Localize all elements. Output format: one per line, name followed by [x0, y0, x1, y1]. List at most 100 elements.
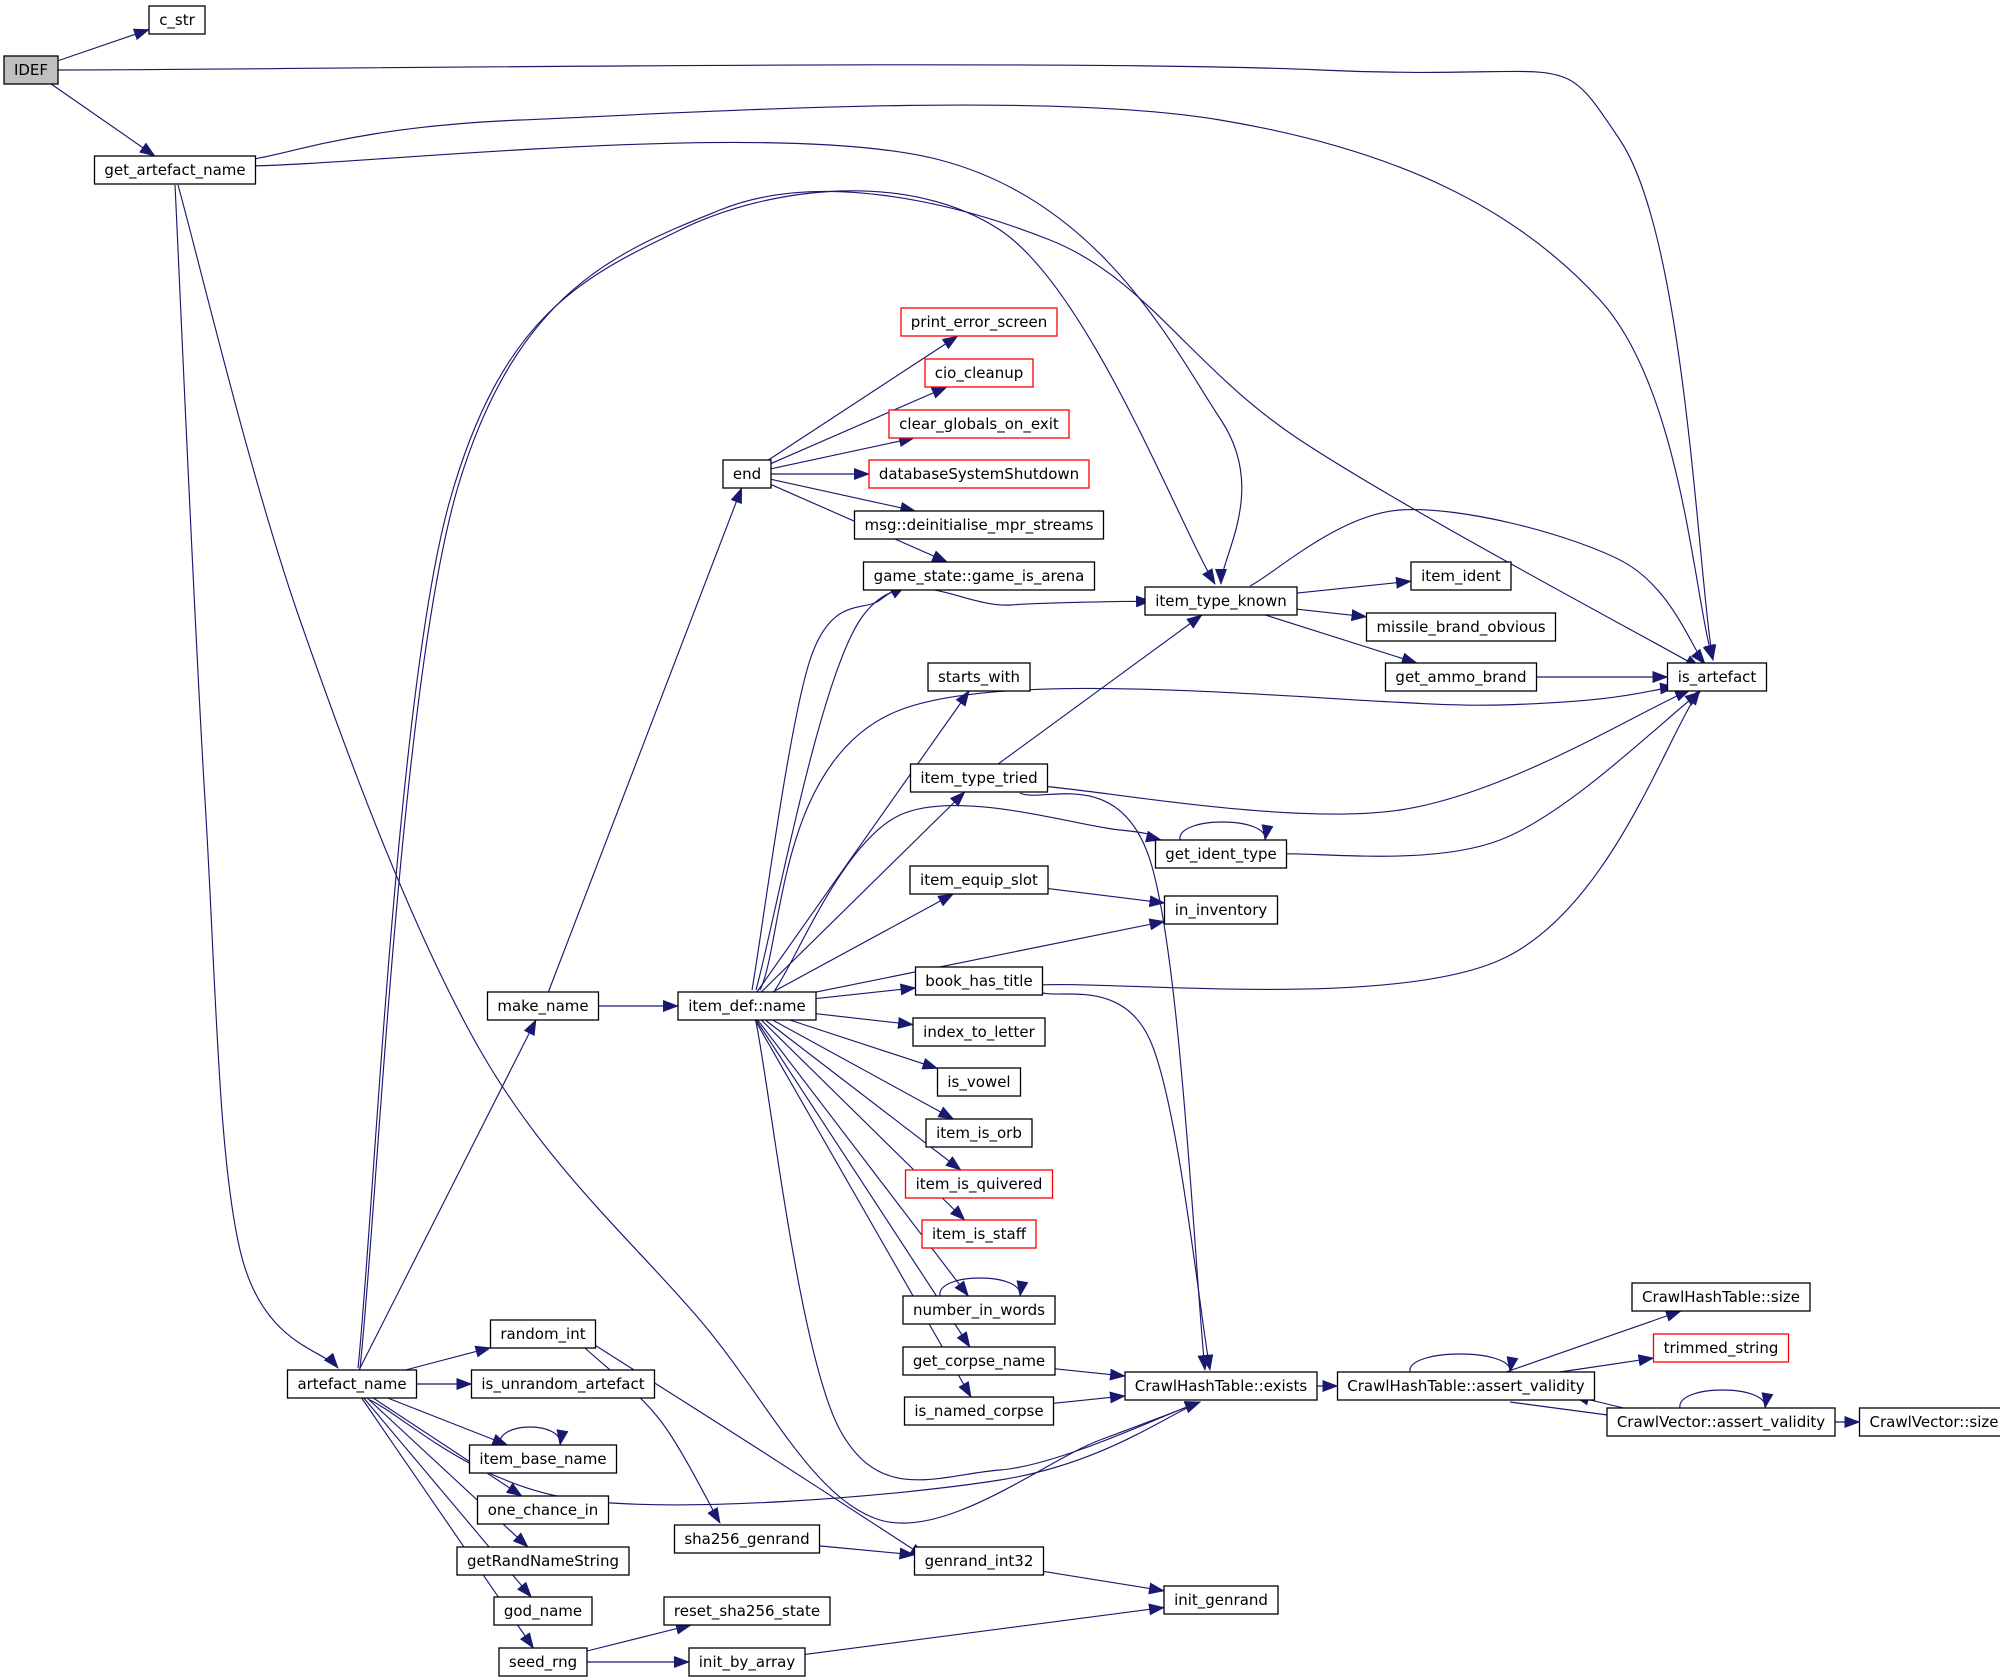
node-box — [673, 1524, 821, 1554]
node-label: book_has_title — [925, 972, 1032, 991]
node-is-vowel[interactable]: is_vowel — [936, 1067, 1022, 1097]
node-crawlhash-assert[interactable]: CrawlHashTable::assert_validity — [1336, 1371, 1596, 1401]
node-get-ident-type[interactable]: get_ident_type — [1154, 839, 1288, 869]
edge-get_artefact_name-to-artefact_name — [174, 184, 339, 1369]
node-item-type-known[interactable]: item_type_known — [1144, 586, 1298, 616]
node-label: item_type_known — [1155, 592, 1287, 611]
node-IDEF[interactable]: IDEF — [3, 55, 59, 85]
node-box — [936, 1067, 1022, 1097]
edge-IDEF-to-get_artefact_name — [50, 83, 156, 157]
node-starts-with[interactable]: starts_with — [927, 662, 1031, 692]
node-init-genrand[interactable]: init_genrand — [1163, 1585, 1279, 1615]
node-box — [493, 1596, 593, 1626]
node-box — [148, 5, 206, 35]
node-crawlvector-size[interactable]: CrawlVector::size — [1858, 1407, 2000, 1437]
node-item-def-name[interactable]: item_def::name — [677, 991, 817, 1021]
edge-get_artefact_name-to-item_type_known — [247, 141, 1243, 585]
node-label: make_name — [497, 997, 588, 1016]
edge-line — [939, 1277, 1029, 1297]
node-box — [476, 1495, 610, 1525]
node-box — [677, 991, 817, 1021]
node-end[interactable]: end — [722, 459, 772, 489]
node-god-name[interactable]: god_name — [493, 1596, 593, 1626]
edge-line — [372, 1397, 523, 1497]
node-box — [1144, 586, 1298, 616]
edge-line — [1277, 691, 1701, 857]
edge-artefact_name-to-is_artefact — [359, 190, 1701, 1369]
node-sha256-genrand[interactable]: sha256_genrand — [673, 1524, 821, 1554]
node-cio-cleanup[interactable]: cio_cleanup — [924, 358, 1034, 388]
node-get-corpse-name[interactable]: get_corpse_name — [902, 1346, 1056, 1376]
edge-artefact_name-to-random_int — [405, 1345, 492, 1371]
node-label: reset_sha256_state — [674, 1602, 820, 1621]
node-genrand-int32[interactable]: genrand_int32 — [913, 1546, 1045, 1576]
node-artefact-name[interactable]: artefact_name — [286, 1369, 418, 1399]
edge-line — [1039, 689, 1701, 990]
node-c-str[interactable]: c_str — [148, 5, 206, 35]
edge-line — [1296, 576, 1412, 594]
node-get-ammo-brand[interactable]: get_ammo_brand — [1384, 662, 1538, 692]
node-init-by-array[interactable]: init_by_array — [688, 1647, 806, 1677]
node-clear-globals-on-exit[interactable]: clear_globals_on_exit — [888, 409, 1070, 439]
node-crawlhash-exists[interactable]: CrawlHashTable::exists — [1124, 1371, 1318, 1401]
node-label: item_is_quivered — [916, 1175, 1043, 1194]
node-box — [486, 991, 600, 1021]
node-seed-rng[interactable]: seed_rng — [498, 1647, 588, 1677]
edge-item_type_known-to-get_ammo_brand — [1265, 614, 1418, 665]
node-box — [914, 966, 1044, 996]
edge-item_type_known-to-is_artefact — [1249, 508, 1706, 665]
edge-end-to-print_error_screen — [768, 335, 959, 461]
edge-get_ident_type-to-is_artefact — [1277, 691, 1701, 857]
node-item-equip-slot[interactable]: item_equip_slot — [909, 865, 1049, 895]
node-print-error-screen[interactable]: print_error_screen — [900, 307, 1058, 337]
node-missile-brand-obvious[interactable]: missile_brand_obvious — [1365, 612, 1557, 642]
node-box — [1652, 1333, 1790, 1363]
edge-get_corpse_name-to-crawlhash_exists — [1054, 1368, 1126, 1381]
node-label: msg::deinitialise_mpr_streams — [865, 516, 1094, 535]
node-item-is-quivered[interactable]: item_is_quivered — [904, 1169, 1054, 1199]
node-item-ident[interactable]: item_ident — [1410, 561, 1512, 591]
node-crawlhash-size[interactable]: CrawlHashTable::size — [1631, 1282, 1811, 1312]
node-box — [888, 409, 1070, 439]
node-item-base-name[interactable]: item_base_name — [468, 1444, 618, 1474]
edge-IDEF-to-c_str — [57, 28, 150, 62]
node-trimmed-string[interactable]: trimmed_string — [1652, 1333, 1790, 1363]
node-label: CrawlHashTable::exists — [1135, 1377, 1308, 1395]
node-is-named-corpse[interactable]: is_named_corpse — [903, 1396, 1055, 1426]
node-index-to-letter[interactable]: index_to_letter — [912, 1017, 1046, 1047]
node-get-artefact-name[interactable]: get_artefact_name — [93, 155, 257, 185]
edge-item_def_name-to-crawlhash_exists — [755, 1021, 1201, 1481]
node-item-type-tried[interactable]: item_type_tried — [909, 763, 1049, 793]
node-crawlvector-assert[interactable]: CrawlVector::assert_validity — [1606, 1407, 1836, 1437]
node-item-is-staff[interactable]: item_is_staff — [921, 1219, 1037, 1249]
edge-line — [405, 1345, 492, 1371]
node-databaseSystemShutdown[interactable]: databaseSystemShutdown — [868, 459, 1090, 489]
node-label: is_named_corpse — [914, 1402, 1043, 1421]
node-is-unrandom-artefact[interactable]: is_unrandom_artefact — [470, 1369, 656, 1399]
node-getRandNameString[interactable]: getRandNameString — [456, 1546, 630, 1576]
node-label: god_name — [504, 1602, 582, 1621]
edge-item_def_name-to-item_type_tried — [760, 791, 966, 993]
node-label: seed_rng — [509, 1653, 577, 1672]
node-msg-deinitialise[interactable]: msg::deinitialise_mpr_streams — [853, 510, 1105, 540]
node-box — [1606, 1407, 1836, 1437]
node-one-chance-in[interactable]: one_chance_in — [476, 1495, 610, 1525]
node-box — [925, 1118, 1033, 1148]
edge-end-to-clear_globals_on_exit — [770, 435, 916, 470]
edge-item_def_name-to-in_inventory — [815, 918, 1166, 993]
edge-genrand_int32-to-init_genrand — [1043, 1570, 1165, 1595]
node-reset-sha256-state[interactable]: reset_sha256_state — [663, 1596, 831, 1626]
node-game-is-arena[interactable]: game_state::game_is_arena — [862, 561, 1096, 591]
node-random-int[interactable]: random_int — [489, 1319, 597, 1349]
edge-line — [1053, 1391, 1126, 1404]
node-make-name[interactable]: make_name — [486, 991, 600, 1021]
node-in-inventory[interactable]: in_inventory — [1163, 895, 1279, 925]
node-item-is-orb[interactable]: item_is_orb — [925, 1118, 1033, 1148]
node-box — [722, 459, 772, 489]
edge-item_type_known-to-missile_brand_obvious — [1296, 608, 1368, 622]
node-number-in-words[interactable]: number_in_words — [902, 1295, 1056, 1325]
edge-book_has_title-to-crawlhash_exists — [1039, 991, 1214, 1371]
node-is-artefact[interactable]: is_artefact — [1666, 662, 1768, 692]
node-book-has-title[interactable]: book_has_title — [914, 966, 1044, 996]
edge-item_def_name-to-get_ident_type — [774, 804, 1162, 991]
